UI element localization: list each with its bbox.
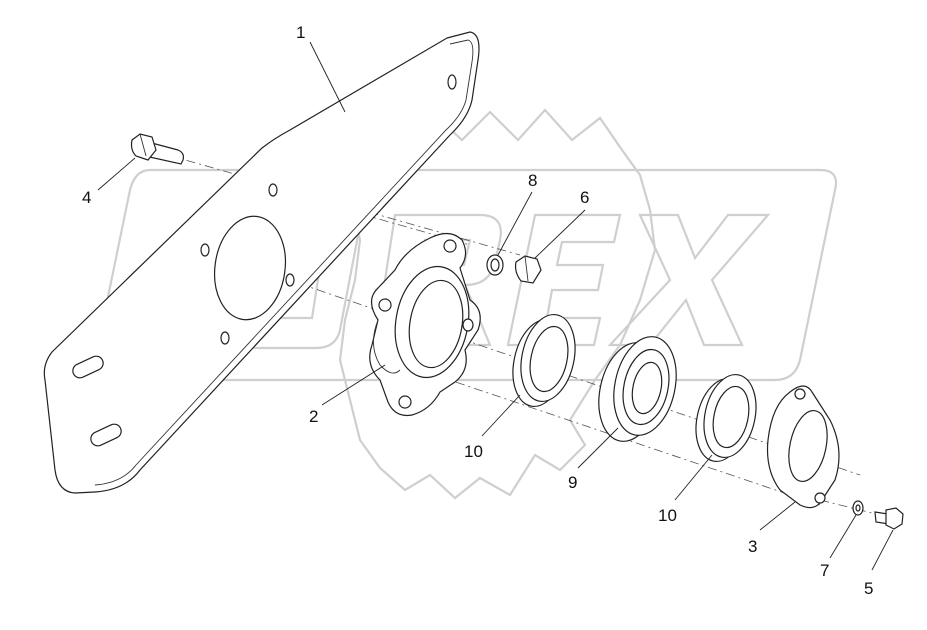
leader-1 [309,41,346,113]
leader-6 [534,209,586,259]
leader-5 [871,529,894,571]
callout-7: 7 [820,561,829,580]
housing-ear-hole-right [462,318,474,332]
callout-5: 5 [864,579,873,598]
bearing-9-inner-race [631,361,663,415]
plate-slot-lower [90,423,122,447]
cover-3-bore [788,409,828,483]
part-9-bearing [598,336,677,442]
callout-6: 6 [580,188,589,207]
plate-hole-left [200,243,210,257]
watermark-letter-e [506,213,622,347]
callout-1: 1 [296,23,305,42]
part-8-washer [486,254,504,276]
part-7-washer [852,500,864,516]
housing-ear-hole-top [443,239,457,253]
part-10-seal-first [512,314,576,407]
part-5-bolt [874,507,904,530]
leader-8 [497,191,533,256]
part-10-seal-second [695,373,757,463]
callout-2: 2 [309,407,318,426]
plate-edge-offset [94,39,474,486]
part-3-cover [766,385,840,509]
callout-10-first: 10 [464,442,483,461]
housing-ear-hole-left [378,298,392,312]
callout-3: 3 [748,537,757,556]
housing-bore-inner [408,279,464,369]
callout-8: 8 [528,171,537,190]
leader-9 [577,427,619,469]
plate-hole-right [285,273,295,287]
leader-2 [321,364,386,406]
leader-lines [97,41,894,571]
seal-10b-lip [712,385,750,449]
leader-4 [97,157,136,191]
housing-hub [373,319,401,374]
leader-7 [829,514,857,559]
watermark-gear [338,108,657,500]
leader-3 [759,501,796,531]
cover-3-hole-bottom [814,492,826,504]
plate-slot-upper [72,355,104,379]
bolt-5-head [885,507,904,530]
callout-4: 4 [82,188,91,207]
plate-large-bore [213,215,287,321]
bolt-4-head-facet [139,133,147,157]
watermark-letter-x [607,213,771,347]
callout-10-second: 10 [658,506,677,525]
leader-10a [481,394,521,437]
cover-3-hole-top [794,388,806,400]
nut-6-facet [524,255,529,282]
callout-9: 9 [568,473,577,492]
nut-6-body [514,255,542,284]
housing-ear-hole-bottom [398,395,412,409]
part-4-bolt [130,133,185,165]
plate-hole-upper-right [447,74,457,90]
washer-8-inner [490,258,500,272]
watermark-outer-ring [92,168,838,382]
plate-hole-bottom [220,331,230,345]
cover-bolt-axis-line [819,499,881,516]
part-1-mounting-plate [43,31,480,494]
callout-labels: 1 2 3 4 5 6 7 8 9 10 10 [82,23,873,598]
plate-hole-top [268,183,278,197]
seal-10a-lip [529,325,569,393]
part-2-bearing-housing [369,232,481,417]
leader-10b [674,454,713,501]
washer-7-inner [855,504,861,512]
part-6-nut [514,255,542,284]
